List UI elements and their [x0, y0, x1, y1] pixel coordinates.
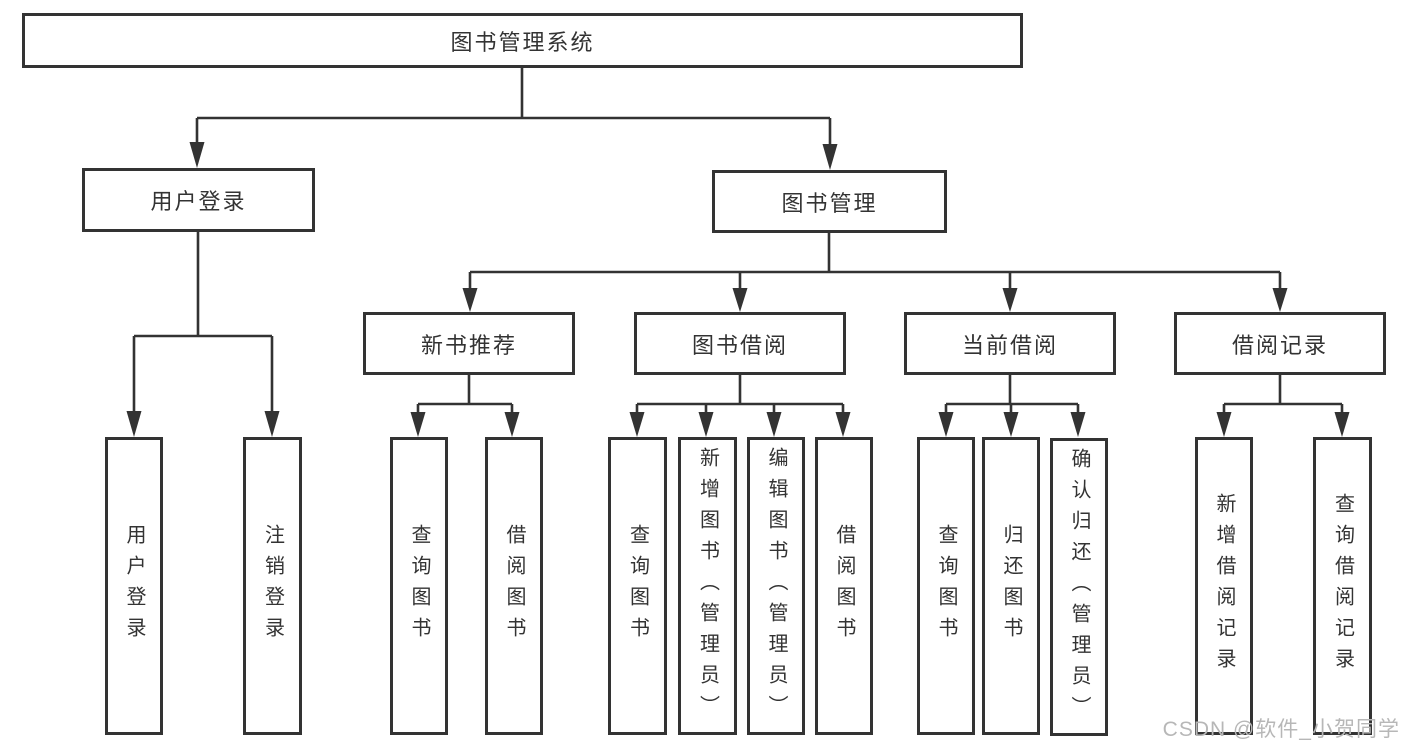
leaf-logout-login: 注销登录 — [243, 437, 302, 735]
leaf-records-query-record: 查询借阅记录 — [1313, 437, 1372, 735]
leaf-current-confirm-return-admin: 确认归还（管理员） — [1050, 438, 1108, 736]
node-current-borrowing: 当前借阅 — [904, 312, 1116, 375]
leaf-records-add-record: 新增借阅记录 — [1195, 437, 1253, 735]
node-new-book-recommendation: 新书推荐 — [363, 312, 575, 375]
leaf-borrowing-query-books: 查询图书 — [608, 437, 667, 735]
leaf-borrowing-edit-books-admin: 编辑图书（管理员） — [747, 437, 805, 735]
leaf-recommend-borrow-books: 借阅图书 — [485, 437, 543, 735]
node-borrowing-records: 借阅记录 — [1174, 312, 1386, 375]
node-root-system: 图书管理系统 — [22, 13, 1023, 68]
node-book-borrowing: 图书借阅 — [634, 312, 846, 375]
leaf-borrowing-borrow-books: 借阅图书 — [815, 437, 873, 735]
node-book-management: 图书管理 — [712, 170, 947, 233]
leaf-current-return-books: 归还图书 — [982, 437, 1040, 735]
leaf-borrowing-add-books-admin: 新增图书（管理员） — [678, 437, 737, 735]
leaf-user-login: 用户登录 — [105, 437, 163, 735]
leaf-recommend-query-books: 查询图书 — [390, 437, 448, 735]
leaf-current-query-books: 查询图书 — [917, 437, 975, 735]
csdn-watermark: CSDN @软件_小贺同学 — [1162, 718, 1400, 741]
node-user-login: 用户登录 — [82, 168, 315, 232]
